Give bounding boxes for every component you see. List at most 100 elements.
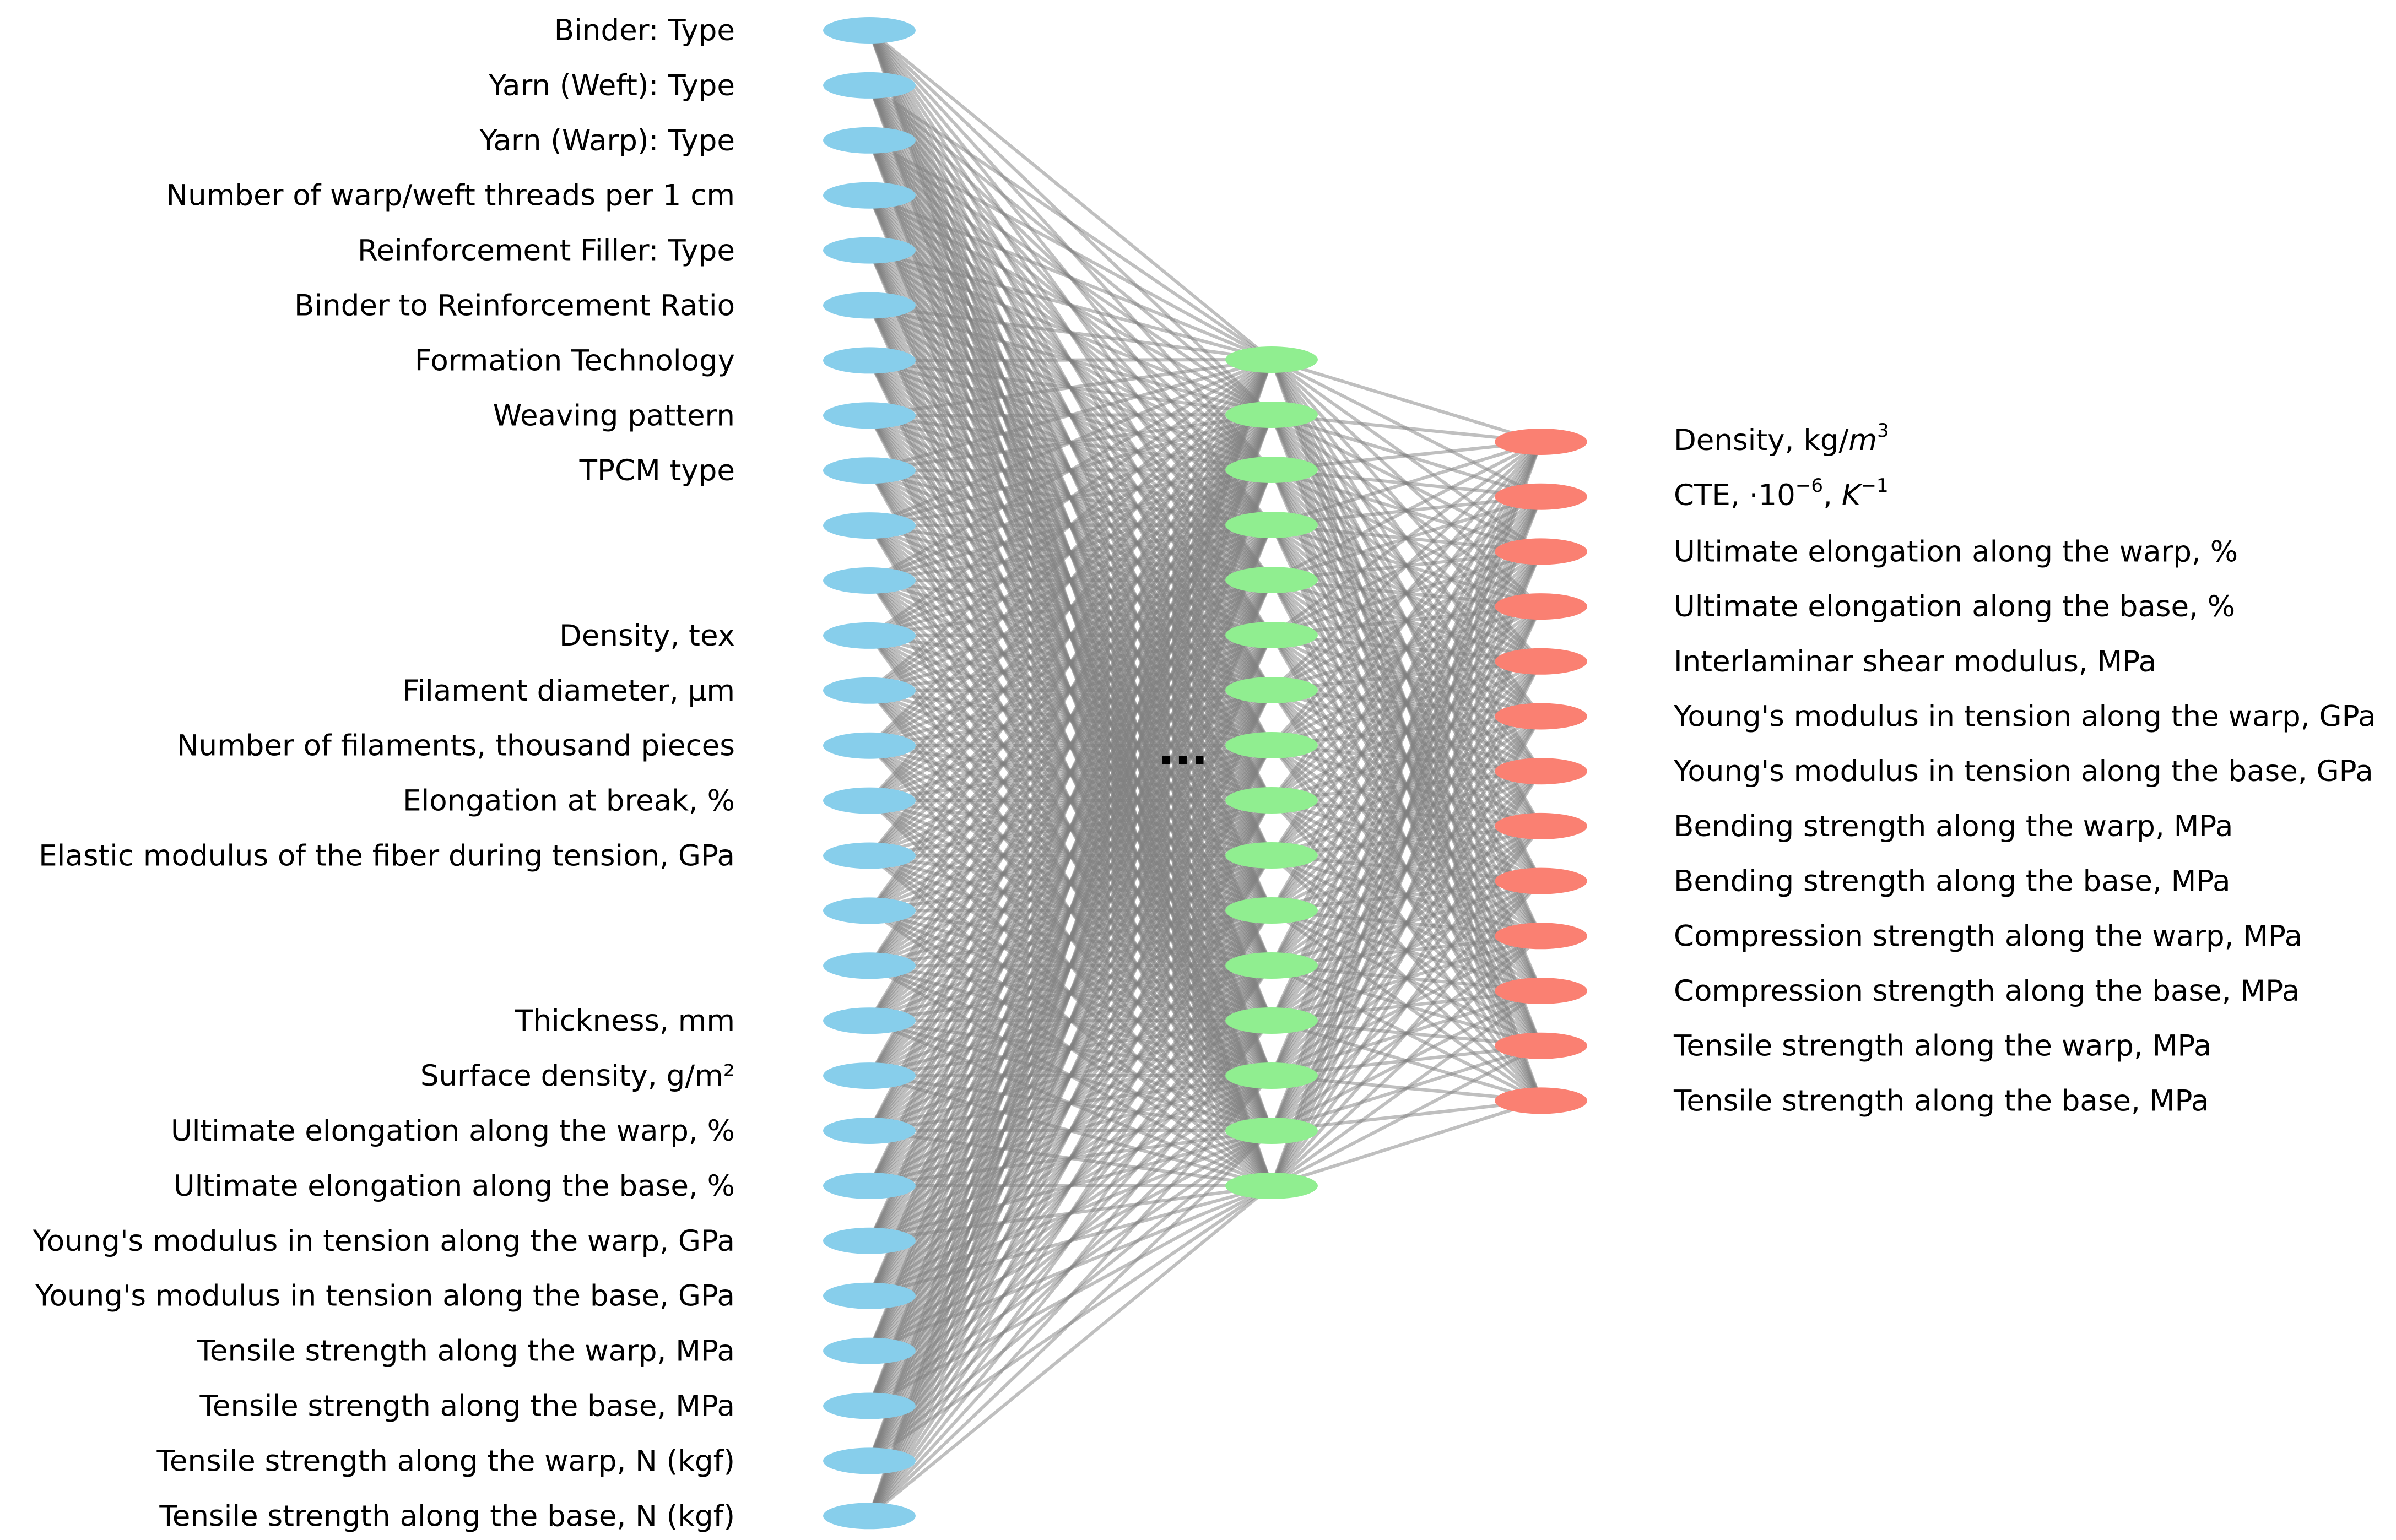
input-hidden-edge: [868, 1074, 1273, 1517]
input-node: [823, 567, 916, 594]
output-label-cte: CTE, ·10−6, K−1: [1674, 475, 1889, 512]
input-label: Young's modulus in tension along the bas…: [35, 1279, 735, 1313]
input-node: [823, 237, 916, 264]
hidden-output-edge: [1270, 441, 1543, 746]
input-label: Tensile strength along the base, N (kgf): [159, 1499, 735, 1533]
output-node: [1495, 867, 1587, 894]
hidden-node: [1225, 622, 1318, 648]
input-hidden-edge: [868, 358, 1273, 527]
output-label: Young's modulus in tension along the war…: [1673, 700, 2376, 734]
hidden-node: [1225, 842, 1318, 869]
input-hidden-edge: [868, 139, 1273, 361]
hidden-output-edge: [1271, 1099, 1542, 1187]
input-node: [823, 952, 916, 979]
hidden-output-edge: [1270, 441, 1543, 856]
input-node: [823, 787, 916, 814]
hidden-node: [1225, 897, 1318, 924]
hidden-output-edge: [1270, 441, 1543, 801]
input-hidden-edge: [868, 359, 1273, 1462]
output-label: Ultimate elongation along the base, %: [1674, 590, 2235, 623]
input-hidden-edge: [869, 358, 1272, 473]
hidden-node: [1225, 787, 1318, 814]
hidden-node: [1225, 512, 1318, 538]
input-node: [823, 842, 916, 869]
hidden-output-edge: [1270, 440, 1543, 692]
input-label: Thickness, mm: [515, 1004, 735, 1038]
input-hidden-edge: [868, 359, 1273, 1077]
input-hidden-edge: [868, 359, 1273, 1132]
hidden-output-edge: [1270, 880, 1543, 1187]
input-node: [823, 457, 916, 484]
output-label: Young's modulus in tension along the bas…: [1673, 755, 2373, 788]
input-hidden-edge: [868, 1020, 1273, 1517]
hidden-node: [1225, 567, 1318, 593]
output-node: [1495, 483, 1587, 510]
hidden-output-edge: [1270, 441, 1543, 967]
input-hidden-edge: [868, 359, 1273, 967]
input-hidden-edge: [868, 689, 1273, 1517]
input-hidden-edge: [868, 1129, 1273, 1517]
hidden-output-edge: [1270, 1044, 1542, 1187]
hidden-output-edge: [1270, 825, 1543, 1187]
hidden-node: [1225, 1007, 1318, 1034]
output-node: [1495, 648, 1587, 675]
hidden-output-edge: [1270, 989, 1542, 1187]
input-label: Binder to Reinforcement Ratio: [294, 289, 735, 323]
input-label: Reinforcement Filler: Type: [358, 234, 735, 268]
hidden-node: [1225, 1173, 1318, 1199]
network-nodes: [823, 17, 1587, 1530]
input-label: Formation Technology: [415, 344, 735, 377]
input-hidden-edge: [868, 84, 1273, 361]
input-label: Number of filaments, thousand pieces: [177, 729, 735, 763]
input-hidden-edge: [868, 359, 1273, 1187]
input-hidden-edge: [868, 359, 1273, 912]
input-hidden-edge: [868, 964, 1273, 1517]
output-labels: Density, kg/m3 CTE, ·10−6, K−1 Ultimate …: [1673, 420, 2376, 1118]
input-label: Yarn (Warp): Type: [479, 124, 735, 158]
output-node: [1495, 593, 1587, 620]
hidden-node: [1225, 952, 1318, 979]
input-node: [823, 732, 916, 759]
input-label: Elastic modulus of the fiber during tens…: [39, 839, 735, 873]
hidden-node: [1225, 346, 1318, 373]
input-hidden-edge: [868, 469, 1273, 1517]
input-hidden-edge: [868, 358, 1273, 692]
input-label: Binder: Type: [554, 14, 735, 47]
output-label: Ultimate elongation along the warp, %: [1674, 535, 2238, 568]
input-hidden-edge: [868, 359, 1273, 1352]
input-hidden-edge: [868, 193, 1273, 361]
input-label: TPCM type: [579, 454, 735, 487]
input-hidden-edge: [869, 303, 1272, 361]
hidden-output-edge: [1270, 440, 1542, 582]
input-node: [823, 1227, 916, 1254]
input-hidden-edge: [868, 744, 1273, 1517]
input-node: [823, 512, 916, 539]
input-hidden-edge: [869, 358, 1272, 417]
hidden-output-edge: [1271, 358, 1542, 443]
hidden-output-edge: [1270, 770, 1543, 1187]
input-node: [823, 1062, 916, 1089]
output-label: Bending strength along the base, MPa: [1674, 865, 2230, 898]
input-hidden-edge: [868, 799, 1273, 1517]
input-hidden-edge: [868, 358, 1273, 747]
output-node: [1495, 703, 1587, 730]
hidden-output-edge: [1270, 605, 1543, 1187]
input-hidden-edge: [868, 359, 1273, 1297]
input-node: [823, 1447, 916, 1474]
hidden-output-edge: [1270, 441, 1543, 1077]
output-label-density: Density, kg/m3: [1674, 420, 1889, 457]
input-node: [823, 182, 916, 209]
input-node: [823, 402, 916, 429]
output-label: Compression strength along the base, MPa: [1674, 974, 2300, 1008]
output-node: [1495, 1032, 1587, 1059]
input-node: [823, 292, 916, 319]
input-hidden-edge: [868, 359, 1273, 1407]
input-hidden-edge: [868, 359, 1273, 1022]
input-hidden-edge: [869, 248, 1272, 361]
input-label: Filament diameter, µm: [403, 674, 735, 708]
hidden-output-edge: [1270, 441, 1543, 912]
hidden-node: [1225, 732, 1318, 758]
output-label: Interlaminar shear modulus, MPa: [1674, 645, 2156, 679]
input-hidden-edge: [868, 358, 1273, 802]
